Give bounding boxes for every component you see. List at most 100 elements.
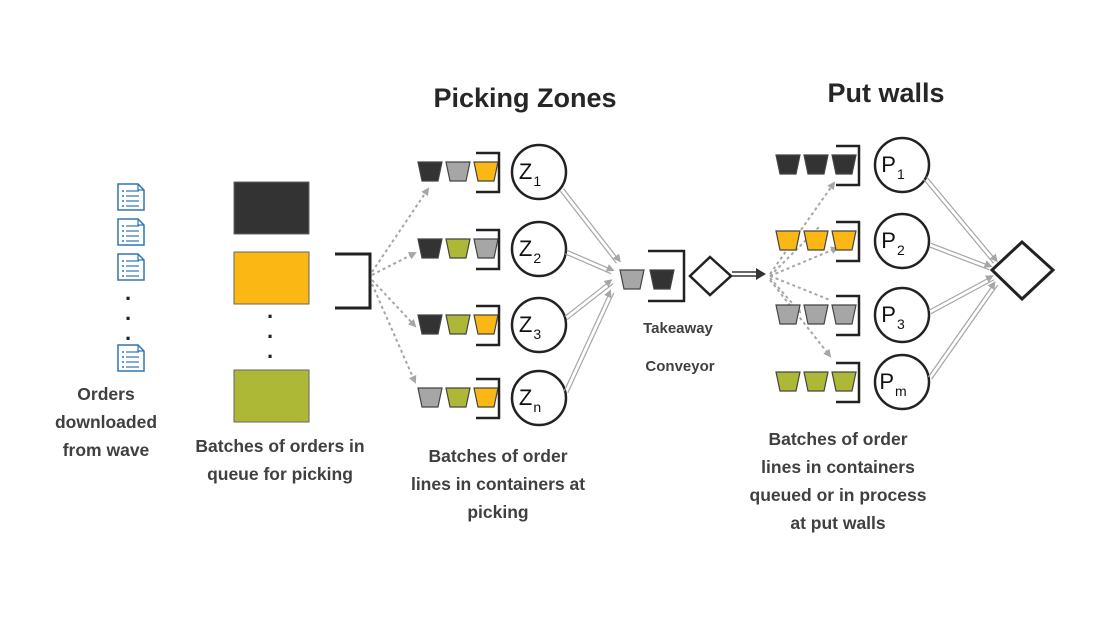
conveyor-arrow-head xyxy=(756,268,766,280)
putwall-arrow-line xyxy=(930,279,995,315)
station-node xyxy=(510,220,568,278)
release-bracket xyxy=(335,252,372,310)
container-icon xyxy=(473,314,499,335)
container-icon xyxy=(775,304,801,325)
batches-label-line: queue for picking xyxy=(207,464,353,484)
release-arrow xyxy=(371,283,417,384)
station-node xyxy=(873,286,931,344)
station-z3: Z3 xyxy=(417,296,568,354)
container-icon xyxy=(803,371,829,392)
conveyor-label: Conveyor xyxy=(645,358,714,375)
station-p3: P3 xyxy=(775,286,931,344)
final-diamond-icon xyxy=(989,239,1056,302)
container-icon xyxy=(775,154,801,175)
zone-arrow-line xyxy=(559,190,617,264)
distribution-arrow xyxy=(769,181,836,275)
container-icon xyxy=(445,314,471,335)
container-icon xyxy=(445,161,471,182)
zone-to-conveyor-arrows xyxy=(559,188,621,394)
station-p1: P1 xyxy=(775,136,931,194)
orders-ellipsis-dot: . xyxy=(125,320,131,345)
station-bracket xyxy=(476,304,501,347)
station-node xyxy=(873,353,931,411)
order-batch-box xyxy=(233,181,310,235)
station-pm: Pm xyxy=(775,353,931,411)
station-bracket xyxy=(836,294,861,337)
container-icon xyxy=(473,161,499,182)
distribution-arrows xyxy=(769,181,839,358)
container-icon xyxy=(417,238,443,259)
zone-arrow-line xyxy=(566,283,614,321)
takeaway-label: Takeaway xyxy=(643,320,713,337)
document-icon xyxy=(117,218,145,246)
order-batch-box xyxy=(233,251,310,305)
container-icon xyxy=(445,238,471,259)
release-arrow xyxy=(371,187,430,273)
order-batches xyxy=(233,181,310,423)
picking-containers-label-line: picking xyxy=(467,502,528,522)
batches-ellipsis-dot: . xyxy=(267,338,273,363)
distribution-arrow xyxy=(769,275,831,301)
container-icon xyxy=(417,161,443,182)
container-icon xyxy=(445,387,471,408)
container-icon xyxy=(803,230,829,251)
container-icon xyxy=(831,154,857,175)
diamond-icon xyxy=(688,255,733,297)
container-icon xyxy=(473,387,499,408)
orders-label-line: downloaded xyxy=(55,412,157,432)
station-node xyxy=(510,296,568,354)
putwall-containers-label-line: queued or in process xyxy=(750,485,927,505)
putwall-containers-label-line: at put walls xyxy=(790,513,886,533)
orders-label-line: Orders xyxy=(77,384,135,404)
station-node xyxy=(873,136,931,194)
station-bracket xyxy=(836,361,861,404)
putwall-arrow-line xyxy=(928,275,994,311)
container-icon xyxy=(831,230,857,251)
zone-arrow-line xyxy=(563,188,621,263)
putwall-arrow-line xyxy=(927,281,996,378)
conveyor-bracket xyxy=(648,249,686,303)
put-walls-title: Put walls xyxy=(827,78,944,108)
station-z1: Z1 xyxy=(417,143,568,201)
container-icon xyxy=(417,314,443,335)
station-zn: Zn xyxy=(417,369,568,427)
station-bracket xyxy=(476,228,501,271)
putwall-to-shipping-arrows xyxy=(923,176,999,380)
orders-label-line: from wave xyxy=(63,440,150,460)
orders-documents xyxy=(117,183,145,372)
zone-arrow-line xyxy=(564,279,613,317)
distribution-arrow xyxy=(769,279,832,358)
container-icon xyxy=(831,371,857,392)
putwall-containers-label-line: Batches of order xyxy=(768,429,907,449)
station-z2: Z2 xyxy=(417,220,568,278)
station-bracket xyxy=(476,151,501,194)
release-arrow xyxy=(371,279,417,328)
batches-ellipsis-dot: . xyxy=(267,298,273,323)
putwall-arrow-line xyxy=(930,242,993,268)
container-icon xyxy=(803,154,829,175)
picking-containers-label-line: Batches of order xyxy=(428,446,567,466)
document-icon xyxy=(117,344,145,372)
order-batch-box xyxy=(233,369,310,423)
distribution-arrow xyxy=(769,246,839,277)
takeaway-conveyor xyxy=(619,249,733,303)
zone-arrow-line xyxy=(564,253,612,275)
station-bracket xyxy=(476,377,501,420)
container-icon xyxy=(649,269,675,290)
orders-ellipsis-dot: . xyxy=(125,300,131,325)
zone-arrow-line xyxy=(567,292,615,394)
document-icon xyxy=(117,183,145,211)
container-icon xyxy=(473,238,499,259)
container-icon xyxy=(417,387,443,408)
putwall-containers-label-line: lines in containers xyxy=(761,457,915,477)
batches-ellipsis-dot: . xyxy=(267,318,273,343)
container-icon xyxy=(831,304,857,325)
container-icon xyxy=(775,371,801,392)
station-bracket xyxy=(836,144,861,187)
station-p2: P2 xyxy=(775,212,931,270)
release-arrow xyxy=(371,252,417,276)
putwall-arrow-line xyxy=(923,178,994,264)
